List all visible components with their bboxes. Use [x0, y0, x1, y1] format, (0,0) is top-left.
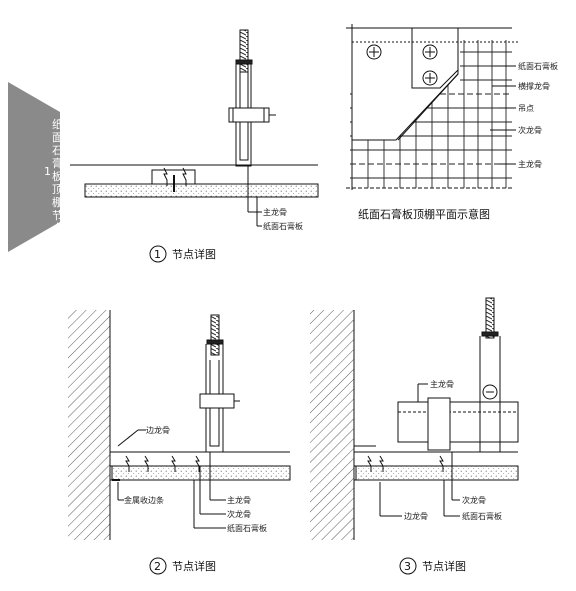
side-tab-char: 顶 [52, 183, 63, 196]
hanger-rod [210, 314, 220, 356]
detail-1 [70, 29, 319, 227]
detail-1-caption: 1 节点详图 [149, 245, 216, 263]
plan-view [346, 24, 520, 190]
caption: 节点详图 [422, 559, 466, 573]
wall-hatch [310, 310, 354, 540]
label-gypsum-board: 纸面石膏板 [227, 523, 267, 533]
circle-number: 2 [154, 560, 161, 573]
side-tab-char: 面 [52, 131, 63, 144]
detail-3-caption: 3 节点详图 [399, 557, 466, 575]
bolt [228, 107, 270, 123]
label-main-keel: 主龙骨 [430, 379, 454, 389]
label-secondary-keel: 次龙骨 [518, 125, 542, 135]
gypsum-board [84, 183, 319, 198]
label-secondary-keel: 次龙骨 [462, 495, 486, 505]
side-tab-char: 棚 [52, 195, 63, 209]
hanger-bracket [479, 336, 501, 453]
hanger-point [422, 70, 438, 86]
label-secondary-keel: 次龙骨 [227, 509, 251, 519]
secondary-keel-profile [151, 169, 196, 184]
circle-number: 1 [154, 248, 161, 261]
hanger-point [422, 44, 438, 60]
label-main-keel: 主龙骨 [263, 207, 287, 217]
edge-keel [109, 451, 134, 466]
hanger-point [366, 44, 382, 60]
side-tab-char: 板 [52, 169, 63, 183]
side-tab: 1 纸 面 石 膏 板 顶 棚 节 点 [8, 82, 63, 252]
plan-caption: 纸面石膏板顶棚平面示意图 [358, 207, 490, 221]
label-edge-keel: 边龙骨 [146, 425, 170, 435]
wall-hatch [68, 310, 110, 540]
side-tab-shape [8, 82, 60, 252]
side-tab-char: 石 [52, 144, 63, 157]
hanger-rod [239, 29, 249, 73]
detail-3 [310, 297, 519, 540]
label-edge-keel: 边龙骨 [404, 511, 428, 521]
screw [182, 167, 187, 186]
detail-2-caption: 2 节点详图 [149, 557, 216, 575]
label-gypsum-board: 纸面石膏板 [263, 221, 303, 231]
caption: 节点详图 [172, 247, 216, 261]
side-tab-char: 点 [52, 222, 63, 235]
side-tab-number: 1 [44, 165, 51, 178]
gypsum-board [355, 465, 519, 481]
caption: 节点详图 [172, 559, 216, 573]
label-hanger-point: 吊点 [518, 104, 534, 113]
side-tab-char: 膏 [52, 156, 63, 170]
label-metal-edge: 金属收边条 [124, 495, 164, 505]
label-main-keel: 主龙骨 [227, 495, 251, 505]
label-gypsum-board: 纸面石膏板 [518, 61, 558, 71]
label-main-keel: 主龙骨 [518, 159, 542, 169]
side-tab-char: 节 [52, 209, 63, 222]
label-gypsum-board: 纸面石膏板 [462, 511, 502, 521]
main-keel-body [397, 401, 519, 443]
gypsum-board [111, 465, 291, 481]
circle-number: 3 [404, 560, 411, 573]
screw [163, 167, 168, 186]
nut [235, 59, 253, 65]
detail-2 [68, 310, 291, 540]
hanger-rod [485, 297, 495, 339]
side-tab-char: 纸 [52, 118, 63, 131]
label-cross-brace: 横撑龙骨 [518, 81, 550, 91]
